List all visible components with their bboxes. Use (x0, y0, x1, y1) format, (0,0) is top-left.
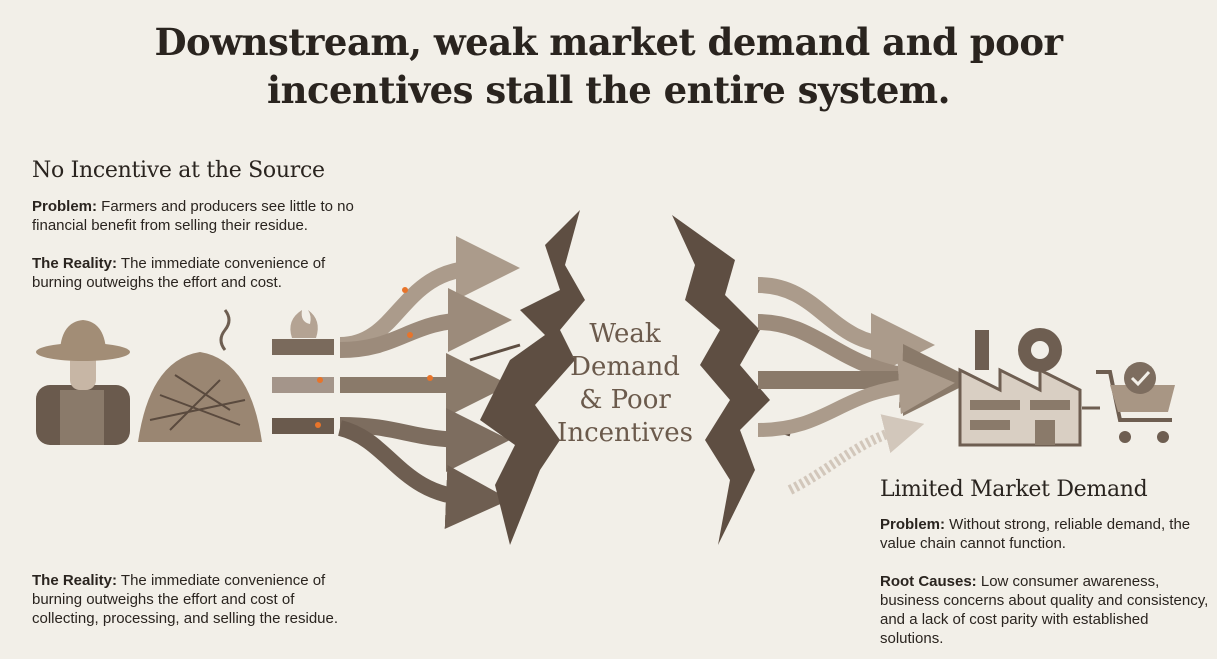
left-arrows (337, 236, 520, 529)
left-problem-label: Problem: (32, 198, 98, 215)
left-reality-label: The Reality: (32, 255, 118, 272)
right-causes: Root Causes: Low consumer awareness, bus… (880, 572, 1210, 648)
left-problem-text: Farmers and producers see little to no f… (32, 198, 354, 234)
flame-icon (290, 310, 318, 338)
center-line-1: Weak (589, 319, 661, 349)
left-crack (480, 210, 585, 545)
center-line-4: Incentives (557, 418, 693, 448)
center-line-2: Demand (570, 352, 680, 382)
check-badge-icon (1124, 362, 1156, 394)
center-line-3: & Poor (579, 385, 671, 415)
right-problem: Problem: Without strong, reliable demand… (880, 515, 1200, 553)
right-crack (672, 215, 770, 545)
left-heading: No Incentive at the Source (32, 158, 325, 183)
right-causes-label: Root Causes: (880, 573, 977, 590)
left-reality-2: The Reality: The immediate convenience o… (32, 571, 352, 628)
farmer-icon (36, 320, 130, 445)
residue-pile-icon (138, 309, 262, 442)
burning-sticks (272, 310, 334, 434)
right-problem-label: Problem: (880, 516, 946, 533)
left-problem: Problem: Farmers and producers see littl… (32, 197, 402, 235)
title-line-1: Downstream, weak market demand and poor (154, 20, 1063, 64)
factory-icon (958, 328, 1082, 447)
ember-marks (315, 287, 433, 428)
left-reality: The Reality: The immediate convenience o… (32, 254, 372, 292)
center-label: Weak Demand & Poor Incentives (540, 318, 710, 450)
right-heading: Limited Market Demand (880, 477, 1148, 502)
left-reality2-label: The Reality: (32, 572, 118, 589)
page-title: Downstream, weak market demand and poor … (0, 18, 1217, 114)
shopping-cart-icon (1096, 362, 1175, 443)
right-arrows (757, 277, 975, 495)
left-reality-text: The immediate convenience of burning out… (32, 255, 326, 291)
right-problem-text: Without strong, reliable demand, the val… (880, 516, 1191, 552)
left-reality2-text: The immediate convenience of burning out… (32, 572, 339, 627)
title-line-2: incentives stall the entire system. (267, 68, 950, 112)
right-causes-text: Low consumer awareness, business concern… (880, 573, 1209, 647)
